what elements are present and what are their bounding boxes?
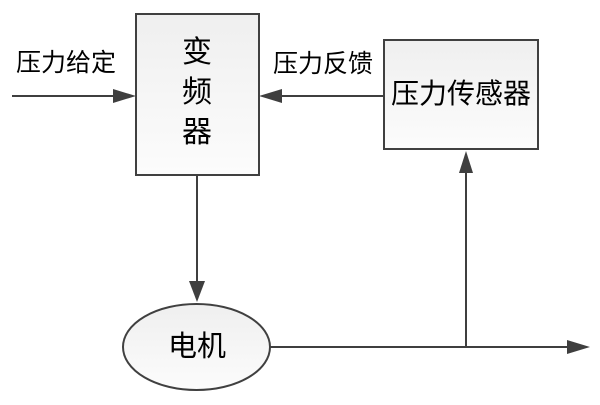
setpoint-arrowhead-icon xyxy=(113,89,136,103)
inverter-box xyxy=(135,13,260,176)
motor-node-label: 电机 xyxy=(167,331,226,363)
setpoint-edge-label: 压力给定 xyxy=(15,50,116,77)
inverter-node-label: 变频器 xyxy=(182,36,212,149)
feedback-arrowhead-icon xyxy=(259,89,282,103)
sense-arrowhead-icon xyxy=(459,151,473,173)
sensor-box xyxy=(383,39,539,150)
drive-arrowhead-icon xyxy=(189,281,205,302)
feedback-edge-label: 压力反馈 xyxy=(272,51,373,78)
output-arrowhead-icon xyxy=(567,340,590,354)
sensor-node-label: 压力传感器 xyxy=(390,79,531,110)
